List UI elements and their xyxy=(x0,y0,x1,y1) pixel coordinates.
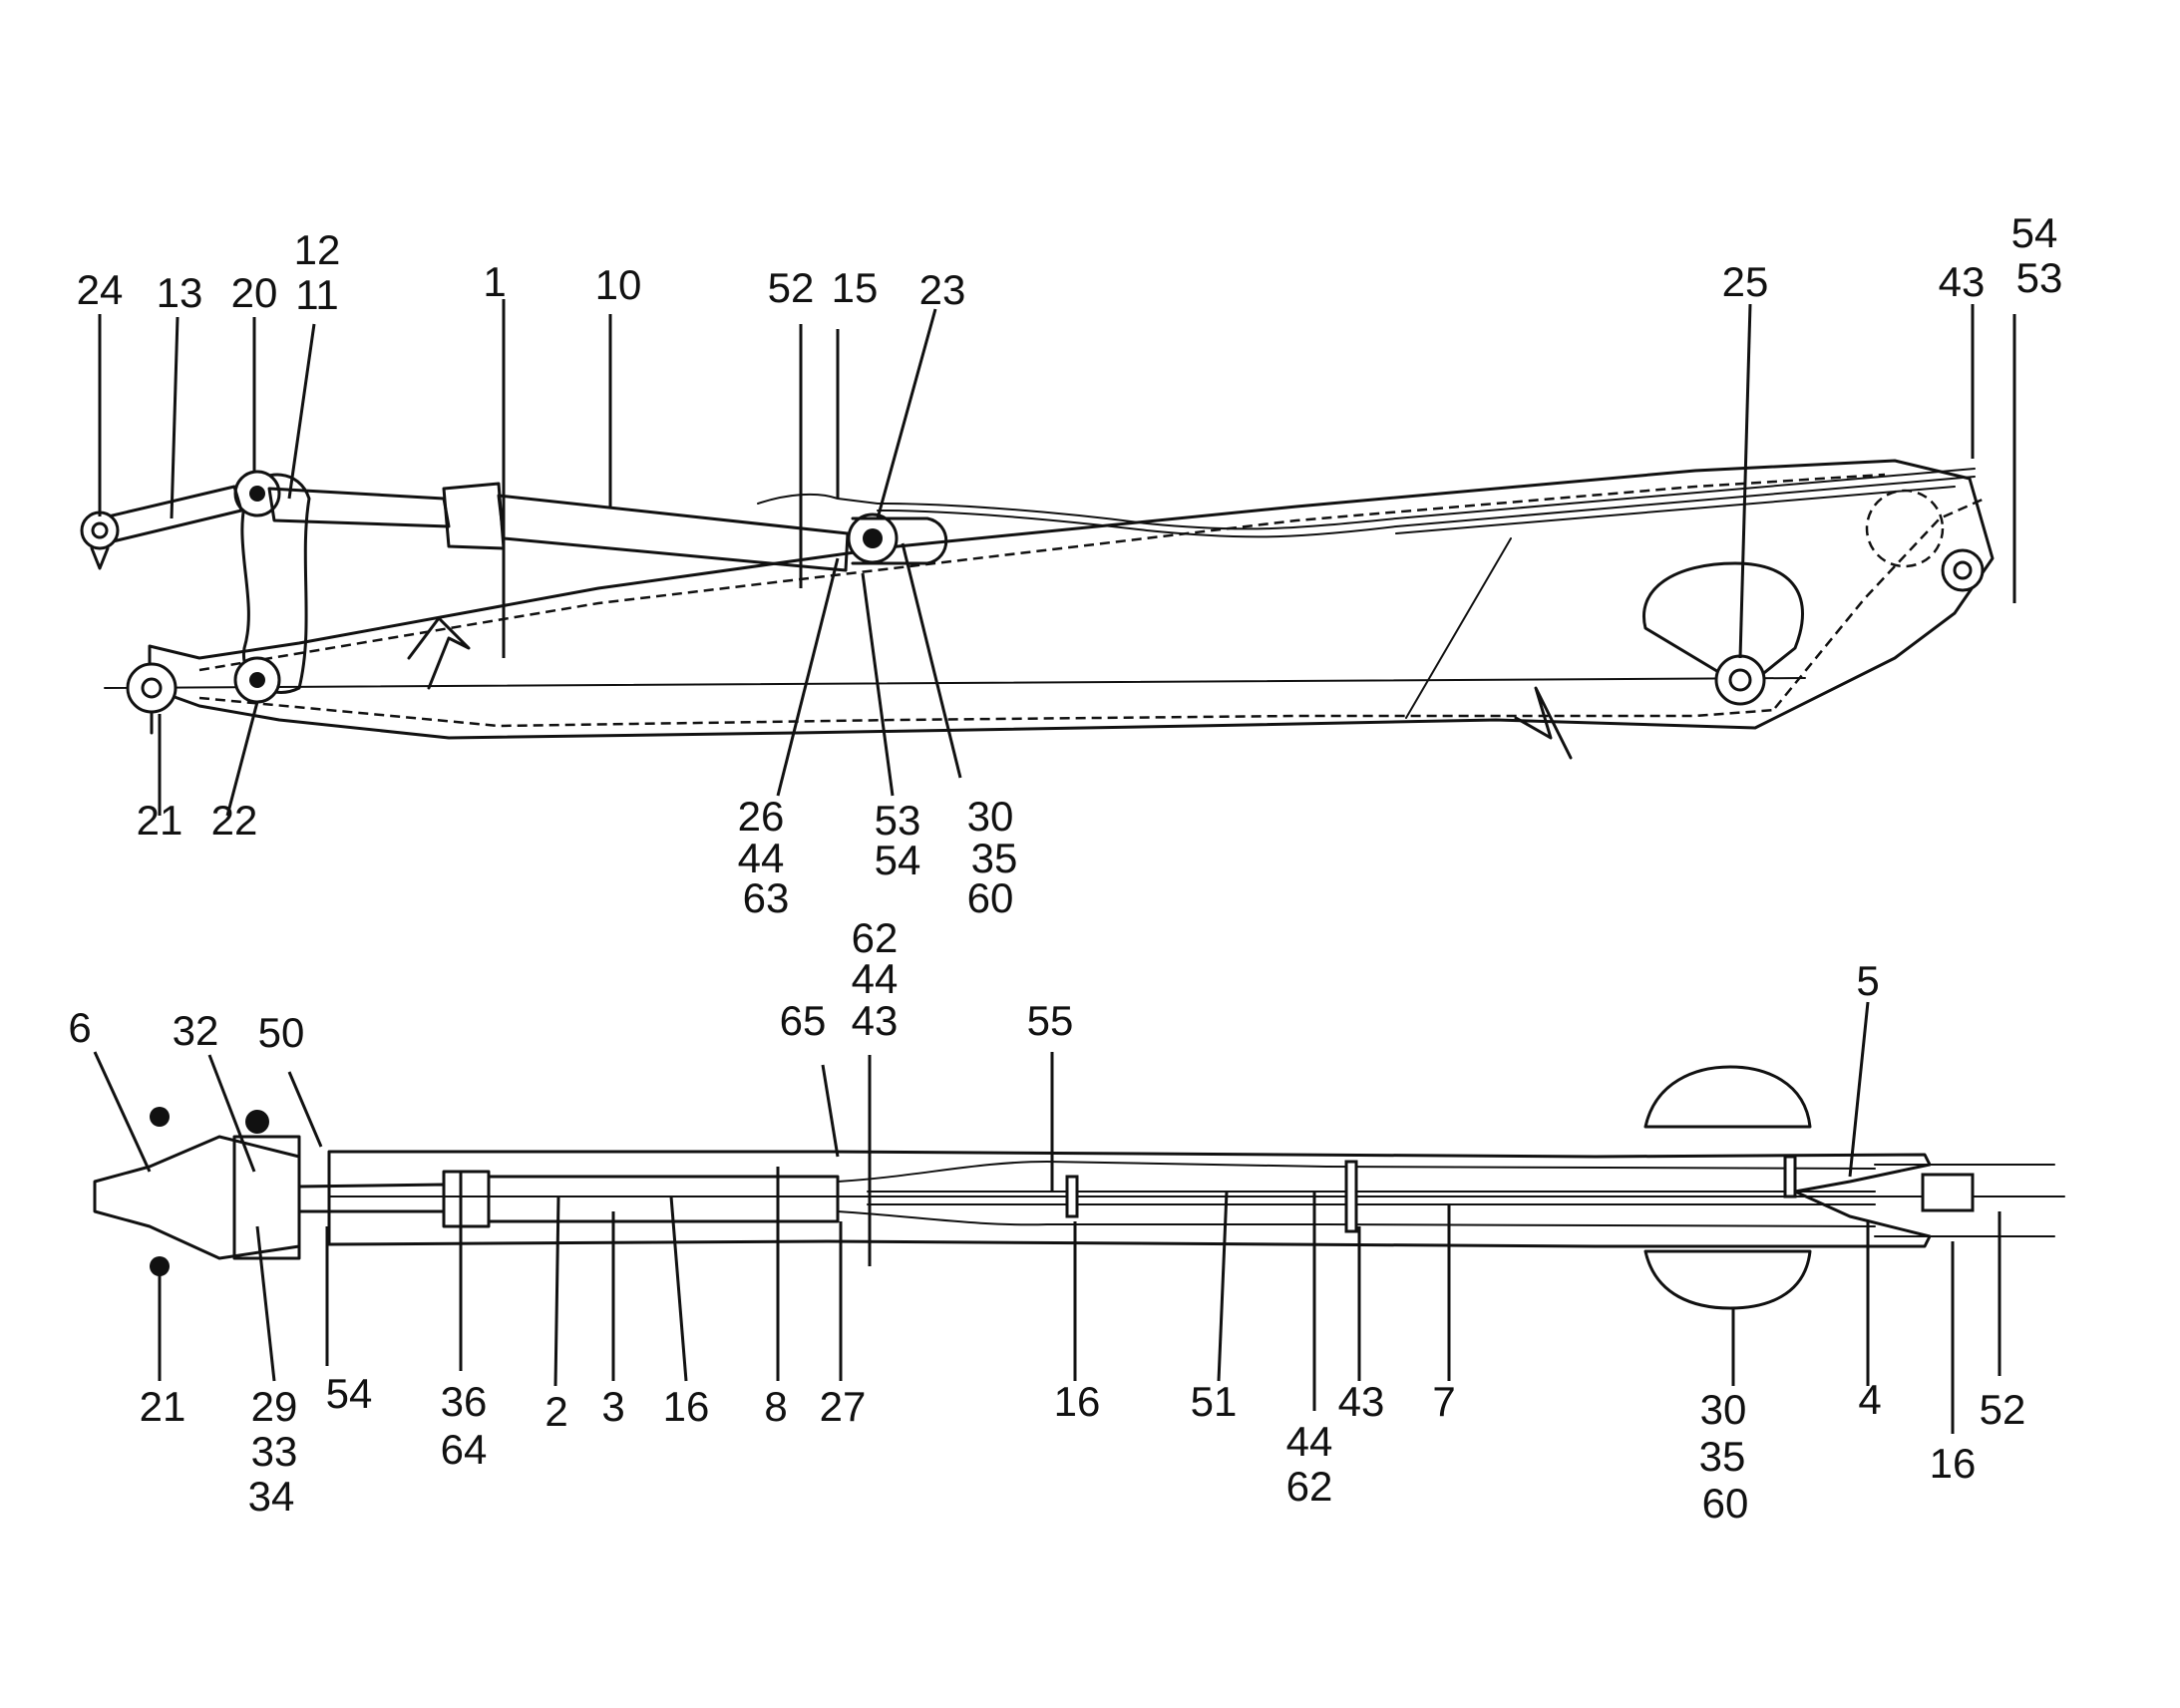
hydraulic-cylinder-10 xyxy=(267,482,850,572)
label-8: 8 xyxy=(764,1383,787,1430)
rear-pin-block xyxy=(1921,1173,1975,1212)
boom-hidden-edge-lower xyxy=(198,696,1776,728)
label-64: 64 xyxy=(441,1426,488,1473)
bracket-front xyxy=(407,616,471,690)
label-44-top: 44 xyxy=(852,955,899,1002)
label-24: 24 xyxy=(77,266,124,313)
label-54-lower: 54 xyxy=(875,837,921,883)
label-44-bottom: 44 xyxy=(1286,1418,1333,1465)
boom-body xyxy=(148,459,1995,740)
label-15: 15 xyxy=(832,264,879,311)
counterweight-tank-top xyxy=(1643,1065,1812,1129)
bucket-pin-24 xyxy=(80,511,120,570)
label-7: 7 xyxy=(1432,1378,1455,1425)
front-clevis xyxy=(232,1135,301,1260)
boom-foot-frame xyxy=(1774,497,1986,709)
label-44-side: 44 xyxy=(738,835,785,881)
label-62-bottom: 62 xyxy=(1286,1463,1333,1510)
label-51: 51 xyxy=(1191,1378,1238,1425)
label-16-c: 16 xyxy=(1930,1440,1977,1487)
label-2: 2 xyxy=(545,1388,567,1435)
pin-21-top xyxy=(150,1107,170,1127)
label-52-top: 52 xyxy=(1980,1386,2026,1433)
top-view-labels: 6 32 50 65 62 44 43 55 5 21 29 33 34 54 … xyxy=(68,914,2025,1527)
label-25: 25 xyxy=(1722,258,1769,305)
bracket-rear xyxy=(1514,686,1573,760)
label-21-top: 21 xyxy=(140,1383,186,1430)
label-12: 12 xyxy=(294,226,341,273)
label-3: 3 xyxy=(601,1383,624,1430)
counterweight-tank-bottom xyxy=(1643,1249,1812,1310)
label-16-a: 16 xyxy=(663,1383,710,1430)
label-6: 6 xyxy=(68,1004,91,1051)
label-53-side: 53 xyxy=(2016,254,2063,301)
label-35-top: 35 xyxy=(1699,1433,1746,1480)
label-36: 36 xyxy=(441,1378,488,1425)
label-11: 11 xyxy=(295,271,339,318)
label-60-side: 60 xyxy=(967,874,1014,921)
hose-line-upper xyxy=(757,468,1976,530)
label-50: 50 xyxy=(258,1009,305,1056)
side-view-leaders xyxy=(98,299,2016,817)
cylinder-pin-23 xyxy=(847,512,948,565)
label-65: 65 xyxy=(780,997,827,1044)
label-16-b: 16 xyxy=(1054,1378,1101,1425)
top-view-leaders xyxy=(93,1001,2001,1434)
hose-line-3 xyxy=(1395,486,1956,534)
label-30-top: 30 xyxy=(1700,1386,1747,1433)
hose-line-lower xyxy=(877,476,1976,538)
label-23: 23 xyxy=(919,266,966,313)
clamp-16 xyxy=(1065,1175,1079,1218)
boom-pivot-pin xyxy=(1714,654,1766,706)
label-43-top: 43 xyxy=(852,997,899,1044)
label-52-side: 52 xyxy=(768,264,815,311)
link-pin-22 xyxy=(233,656,281,704)
label-63: 63 xyxy=(743,874,790,921)
label-5: 5 xyxy=(1856,957,1879,1004)
front-link-yoke xyxy=(93,1135,301,1260)
label-53-lower: 53 xyxy=(875,797,921,844)
label-35-side: 35 xyxy=(971,835,1018,881)
label-13: 13 xyxy=(157,269,203,316)
label-60-top: 60 xyxy=(1702,1480,1749,1527)
side-view xyxy=(80,459,1995,760)
label-32: 32 xyxy=(173,1007,219,1054)
label-4: 4 xyxy=(1858,1376,1881,1423)
label-21-side: 21 xyxy=(137,797,183,844)
boom-top-outline xyxy=(327,1150,1932,1248)
label-43-side: 43 xyxy=(1939,258,1986,305)
cylinder-top-view xyxy=(297,1170,840,1228)
label-62-top: 62 xyxy=(852,914,899,961)
label-10: 10 xyxy=(595,261,642,308)
label-33: 33 xyxy=(251,1428,298,1475)
counterweight-sector xyxy=(1642,561,1804,690)
diagonal-brace xyxy=(1405,537,1512,719)
front-pin-21 xyxy=(126,662,178,735)
side-view-labels: 24 13 20 12 11 1 10 52 15 23 25 43 54 53… xyxy=(77,209,2063,921)
clamp-43 xyxy=(1344,1160,1358,1233)
top-view xyxy=(93,1065,2065,1310)
label-34: 34 xyxy=(248,1473,295,1520)
label-22: 22 xyxy=(211,797,258,844)
label-30-side: 30 xyxy=(967,793,1014,840)
label-26: 26 xyxy=(738,793,785,840)
pin-32 xyxy=(245,1110,269,1134)
label-55: 55 xyxy=(1027,997,1074,1044)
boom-centerline xyxy=(104,677,1806,689)
label-29: 29 xyxy=(251,1383,298,1430)
label-20: 20 xyxy=(231,269,278,316)
link-plate xyxy=(240,473,311,694)
boom-hidden-edge xyxy=(198,473,1886,672)
label-27: 27 xyxy=(820,1383,867,1430)
label-43-bottom: 43 xyxy=(1338,1378,1385,1425)
clamp-rear xyxy=(1783,1155,1797,1198)
label-54-top: 54 xyxy=(326,1370,373,1417)
label-54-side: 54 xyxy=(2011,209,2058,256)
rear-pin xyxy=(1941,548,1985,592)
label-1: 1 xyxy=(483,258,506,305)
